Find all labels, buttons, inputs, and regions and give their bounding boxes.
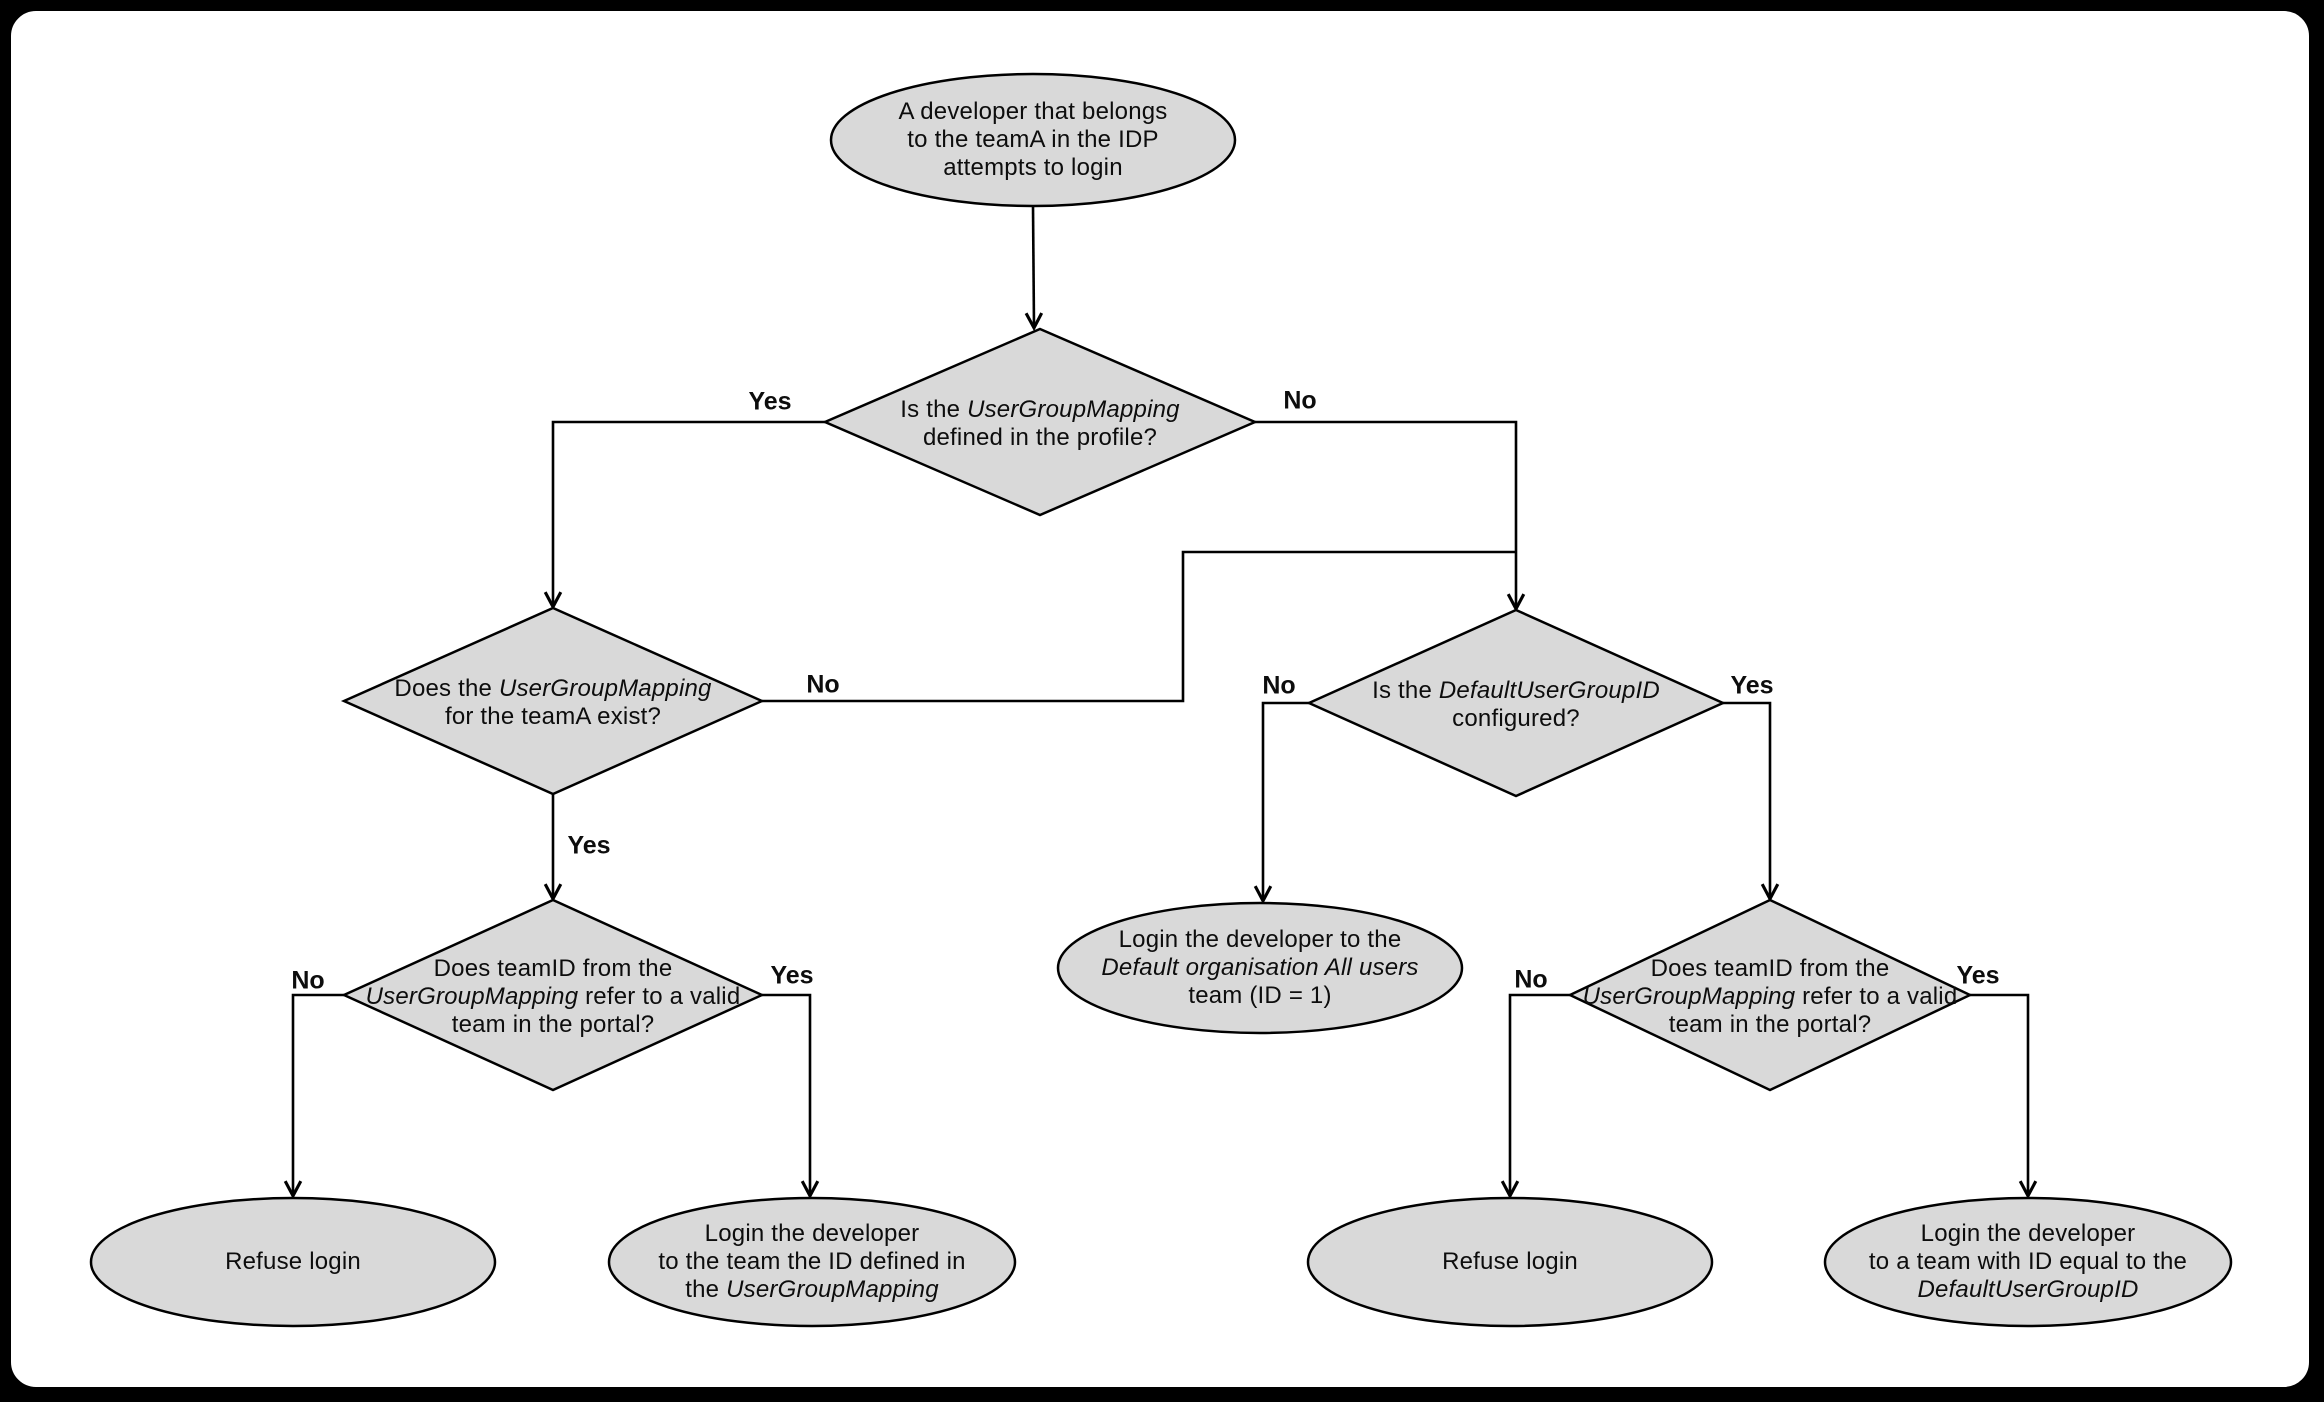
edge-teamid-right-no (1510, 993, 1570, 1195)
edge-label-ugm-exists-no: No (806, 670, 840, 699)
edge-teamid-left-yes (762, 993, 810, 1195)
edge-start-to-ugm-defined (1033, 205, 1034, 327)
edge-teamid-left-no (293, 993, 344, 1195)
edge-label-teamid-left-yes: Yes (770, 961, 814, 990)
decision-default-configured-diamond (1305, 608, 1727, 798)
edge-label-ugm-defined-no: No (1283, 386, 1317, 415)
login-default-id-ellipse (1823, 1196, 2233, 1328)
refuse-login-right-label: Refuse login (1442, 1248, 1578, 1275)
edge-label-default-configured-yes: Yes (1730, 671, 1774, 700)
edge-label-ugm-exists-yes: Yes (567, 831, 611, 860)
login-default-org-ellipse (1056, 901, 1464, 1035)
edge-label-ugm-defined-yes: Yes (748, 387, 792, 416)
edge-label-teamid-left-no: No (291, 966, 325, 995)
refuse-login-left-ellipse (89, 1196, 497, 1328)
refuse-login-left-label: Refuse login (225, 1248, 361, 1275)
edge-ugm-defined-yes (553, 420, 825, 606)
edge-ugm-exists-no (762, 550, 1515, 703)
decision-teamid-valid-left-diamond (340, 898, 766, 1092)
login-ugm-team-ellipse (607, 1196, 1017, 1328)
decision-ugm-defined-diamond (821, 327, 1259, 517)
refuse-login-right-ellipse (1306, 1196, 1714, 1328)
edge-label-default-configured-no: No (1262, 671, 1296, 700)
start-ellipse (829, 72, 1237, 208)
decision-ugm-exists-diamond (340, 606, 766, 796)
edge-teamid-right-yes (1970, 993, 2028, 1195)
edge-label-teamid-right-yes: Yes (1956, 961, 2000, 990)
edge-label-teamid-right-no: No (1514, 965, 1548, 994)
edge-default-configured-yes (1723, 701, 1770, 898)
edge-ugm-defined-no (1255, 420, 1516, 608)
decision-teamid-valid-right-diamond (1567, 898, 1973, 1092)
edge-default-configured-no (1263, 701, 1309, 900)
